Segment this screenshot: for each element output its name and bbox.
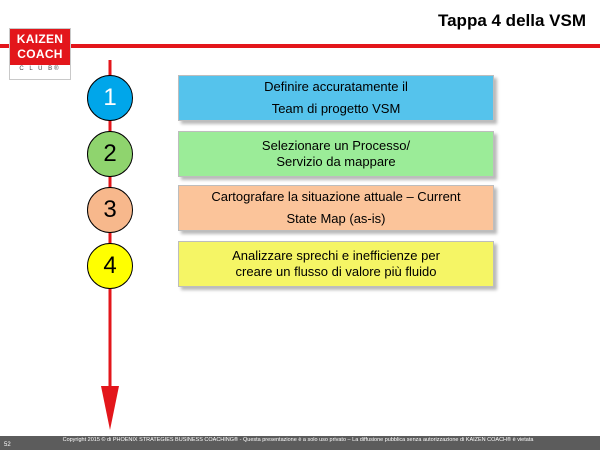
step-box-4: Analizzare sprechi e inefficienze per cr… bbox=[178, 241, 494, 287]
header-rule bbox=[0, 44, 600, 48]
logo-red-block: KAIZEN COACH bbox=[10, 29, 70, 65]
step-box-3: Cartografare la situazione attuale – Cur… bbox=[178, 185, 494, 231]
logo-text-coach: COACH bbox=[17, 47, 63, 61]
step-box-1: Definire accuratamente il Team di proget… bbox=[178, 75, 494, 121]
step-4-line-2: creare un flusso di valore più fluido bbox=[235, 264, 437, 279]
step-2-line-1: Selezionare un Processo/ bbox=[261, 138, 411, 153]
step-box-2: Selezionare un Processo/ Servizio da map… bbox=[178, 131, 494, 177]
step-circle-3: 3 bbox=[87, 187, 133, 233]
footer-bar: Copyright 2015 © di PHOENIX STRATEGIES B… bbox=[0, 436, 600, 450]
footer-copyright: Copyright 2015 © di PHOENIX STRATEGIES B… bbox=[62, 437, 534, 443]
logo-text-club: C L U B® bbox=[19, 66, 61, 72]
step-circle-1: 1 bbox=[87, 75, 133, 121]
page-number: 52 bbox=[4, 442, 11, 448]
step-circle-4: 4 bbox=[87, 243, 133, 289]
step-4-line-1: Analizzare sprechi e inefficienze per bbox=[232, 248, 440, 263]
step-2-line-2: Servizio da mappare bbox=[276, 154, 396, 169]
slide-title: Tappa 4 della VSM bbox=[437, 11, 586, 30]
logo-text-kaizen: KAIZEN bbox=[16, 32, 64, 46]
step-3-line-1: Cartografare la situazione attuale – Cur… bbox=[211, 189, 461, 204]
step-1-line-2: Team di progetto VSM bbox=[271, 101, 401, 116]
timeline-arrow-head bbox=[101, 386, 119, 430]
kaizen-coach-logo: KAIZEN COACH C L U B® bbox=[9, 28, 71, 80]
step-3-line-2: State Map (as-is) bbox=[286, 211, 386, 226]
step-circle-2: 2 bbox=[87, 131, 133, 177]
step-1-line-1: Definire accuratamente il bbox=[264, 79, 408, 94]
